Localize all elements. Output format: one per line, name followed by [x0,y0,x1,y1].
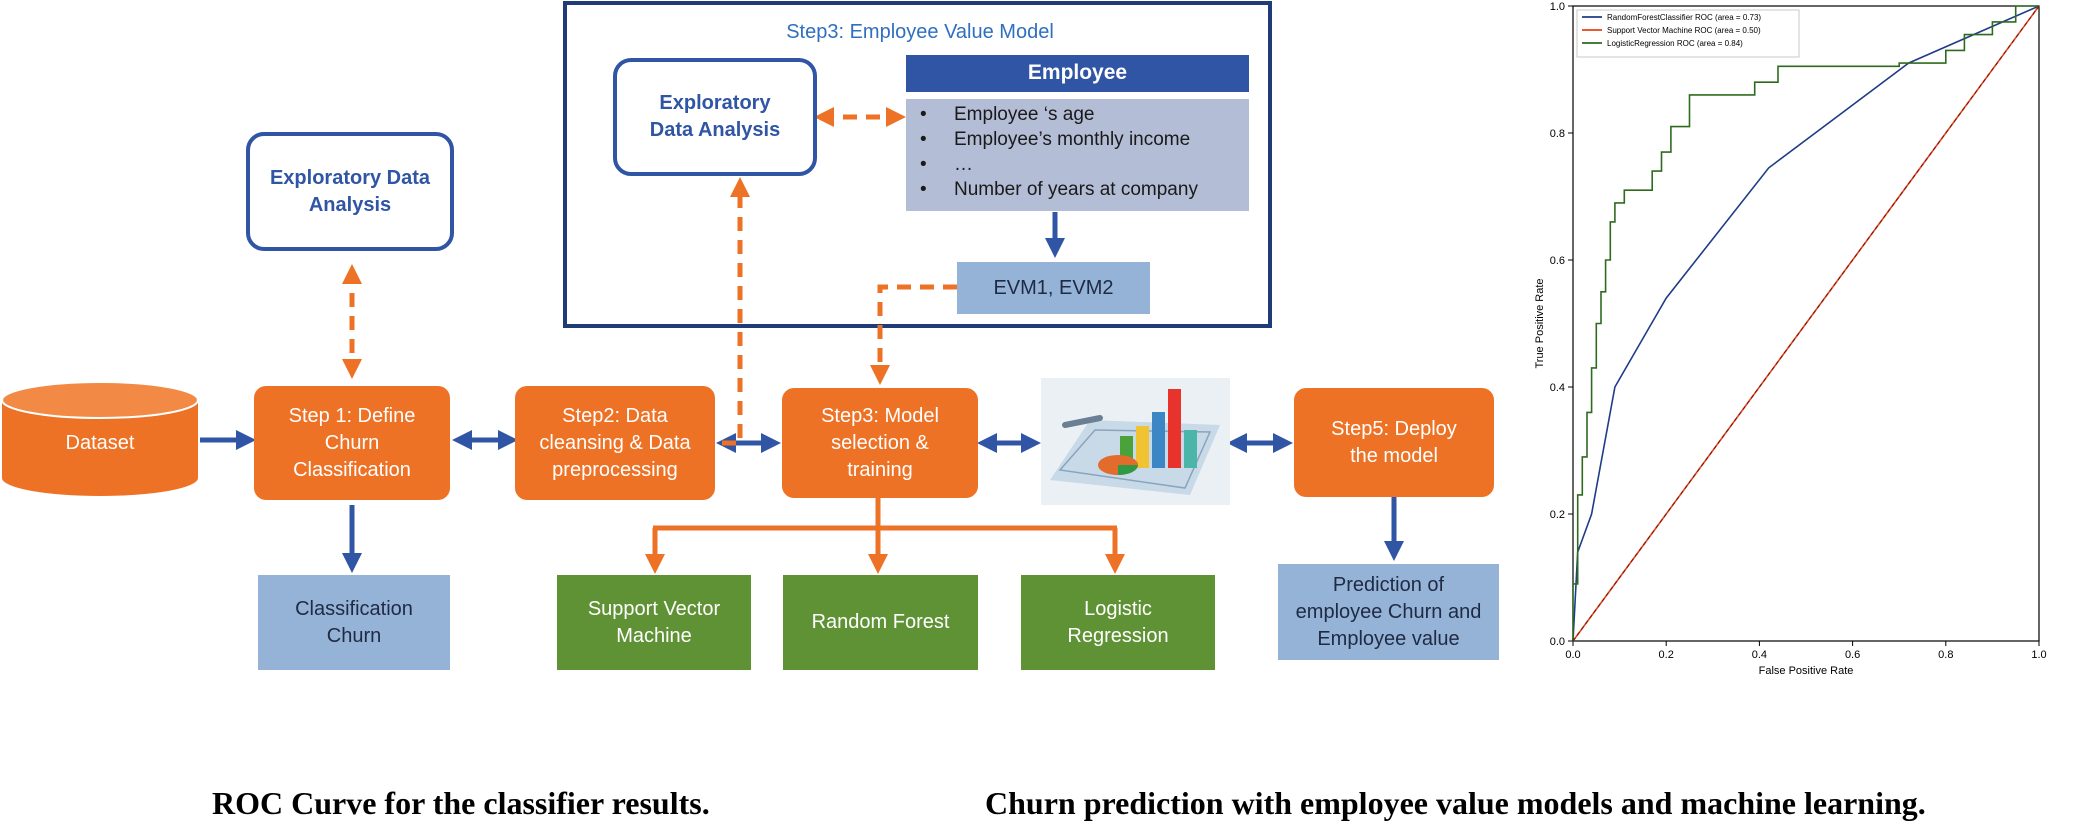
evm-eda-node: Exploratory Data Analysis [613,58,817,176]
eda-left-node: Exploratory Data Analysis [246,132,454,251]
arrow-step2-eda [722,177,750,446]
y-axis-label: True Positive Rate [1534,278,1546,368]
attribute-item: •Employee’s monthly income [920,129,1191,150]
x-tick-label: 1.0 [2031,649,2046,661]
legend-label: RandomForestClassifier ROC (area = 0.73) [1607,13,1761,22]
legend-label: Support Vector Machine ROC (area = 0.50) [1607,26,1761,35]
prediction-node: Prediction of employee Churn and Employe… [1278,564,1499,660]
x-tick-label: 0.6 [1845,649,1860,661]
employee-header: Employee [906,55,1249,92]
evm-panel-border [563,1,1272,328]
classification-churn-node: Classification Churn [258,575,450,670]
step3-node: Step3: Model selection & training [782,388,978,498]
x-tick-label: 0.0 [1565,649,1580,661]
roc-chart: 0.0 0.2 0.4 0.6 0.8 1.0 0.0 0.2 0.4 0.6 0.8 1.0Fals… [1534,1,2047,677]
evm-box: EVM1, EVM2 [957,262,1150,314]
chance-diagonal [1572,5,2040,642]
caption-roc: ROC Curve for the classifier results. [212,785,710,821]
bar-chart-illustration [1041,378,1230,505]
random-forest-node: Random Forest [783,575,978,670]
legend-box [1576,9,1800,58]
step2-node: Step2: Data cleansing & Data preprocessi… [515,386,715,500]
roc-series-line-0 [1572,5,2040,642]
dataset-label: Dataset [65,431,135,454]
employee-attribute-list: •Employee ‘s age •Employee’s monthly inc… [906,99,1249,211]
attribute-item: •Employee ‘s age [920,104,1095,125]
evm-panel-title: Step3: Employee Value Model [786,20,1054,43]
step5-node: Step5: Deploy the model [1294,388,1494,497]
x-axis-label: False Positive Rate [1759,665,1854,677]
caption-churn: Churn prediction with employee value mod… [985,785,1926,821]
y-tick-label: 0.8 [1550,128,1565,140]
dataset-cylinder-top [1,381,199,419]
x-tick-label: 0.2 [1659,649,1674,661]
svm-node: Support Vector Machine [557,575,751,670]
y-tick-label: 0.6 [1550,255,1565,267]
y-tick-label: 0.4 [1550,382,1565,394]
legend-label: LogisticRegression ROC (area = 0.84) [1607,39,1743,48]
logistic-regression-node: Logistic Regression [1021,575,1215,670]
x-tick-label: 0.4 [1752,649,1767,661]
y-tick-label: 0.0 [1550,636,1565,648]
y-tick-label: 0.2 [1550,509,1565,521]
arrow-evm-step3 [870,284,957,385]
y-tick-label: 1.0 [1550,1,1565,13]
step1-node: Step 1: Define Churn Classification [254,386,450,500]
x-tick-label: 0.8 [1938,649,1953,661]
attribute-item: •… [920,154,973,175]
attribute-item: •Number of years at company [920,179,1198,200]
roc-series-line-2 [1572,5,2039,641]
